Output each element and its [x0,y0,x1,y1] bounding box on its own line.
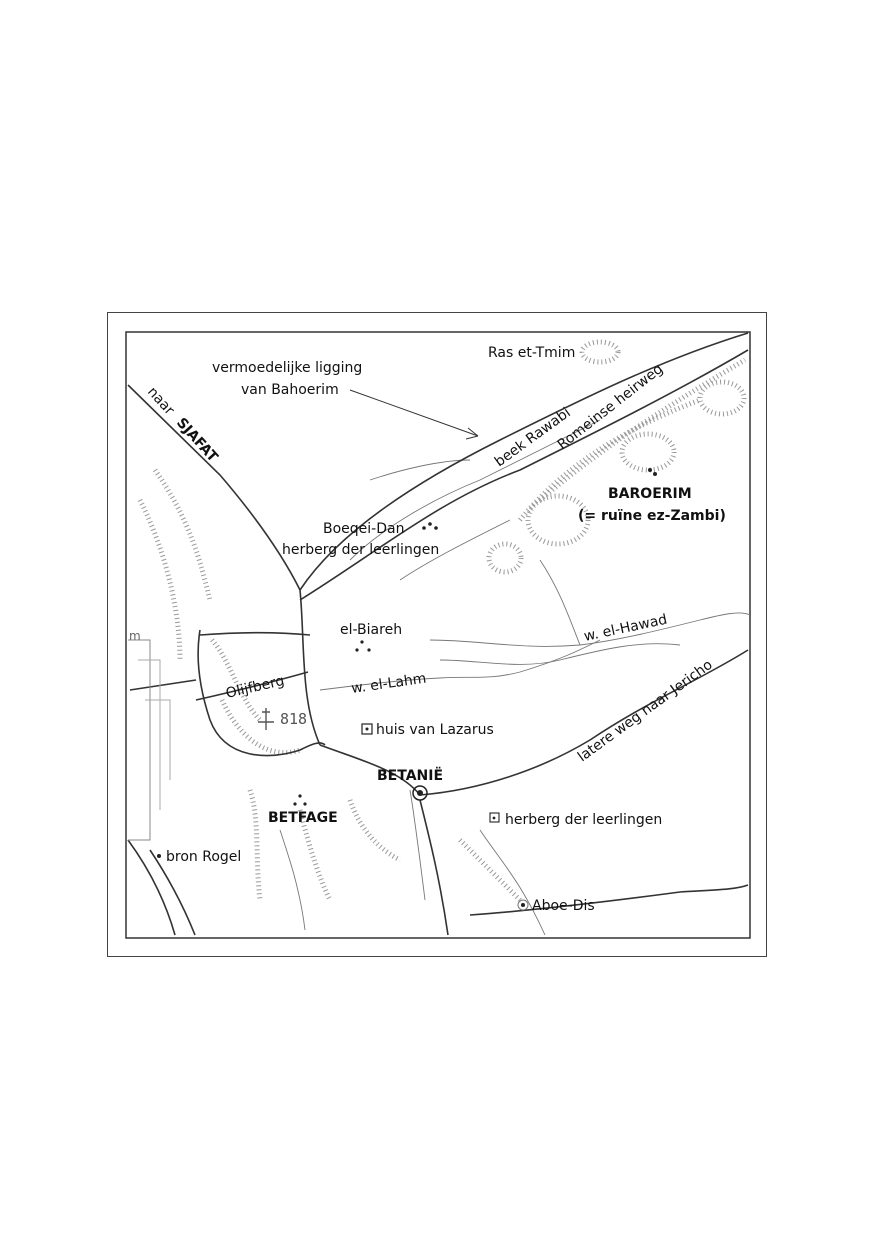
label-city-mark: m [129,629,141,643]
annotation-arrow [349,389,479,440]
baroerim-marker [653,472,657,476]
boeqei-dan-marker [434,526,438,530]
label-betfage: BETFAGE [268,810,338,826]
label-vermoedelijke-2: van Bahoerim [241,382,339,398]
betanie-marker [412,785,428,801]
aboe-dis-marker-center [521,903,525,907]
label-sjafat: SJAFAT [173,415,221,466]
label-bron-rogel: bron Rogel [166,849,241,865]
hill-hachures [137,339,747,902]
label-herberg-1: herberg der leerlingen [282,542,439,558]
boeqei-dan-marker [428,522,432,526]
herberg-marker [489,812,500,823]
huis-lazarus-dot [365,727,369,731]
betfage-marker [293,802,297,806]
city-outline [128,639,171,841]
el-biareh-marker [367,648,371,652]
roads [127,332,749,936]
betanie-marker-center [417,790,423,796]
place-markers [157,468,657,911]
label-boeqei-dan: Boeqei-Dan [323,521,404,537]
label-w-el-hawad: w. el-Hawad [583,612,669,645]
label-betanie: BETANIË [377,767,443,784]
huis-lazarus-marker [361,723,373,735]
label-vermoedelijke-1: vermoedelijke ligging [212,360,362,376]
betfage-marker [298,794,302,798]
label-aboe-dis: Aboe-Dis [532,898,595,914]
label-herberg-2: herberg der leerlingen [505,812,662,828]
label-w-el-lahm: w. el-Lahm [350,671,427,697]
label-romeinse-heirweg: Romeinse heirweg [555,361,667,453]
el-biareh-marker [360,640,364,644]
label-latere-weg: latere weg naar Jericho [575,657,716,765]
aboe-dis-marker [517,899,529,911]
label-el-biareh: el-Biareh [340,622,402,638]
label-elevation: 818 [280,710,307,728]
label-ruine: (= ruïne ez-Zambi) [578,508,726,524]
bron-rogel-marker [157,854,161,858]
summit-mark [258,708,274,730]
label-huis-lazarus: huis van Lazarus [376,722,494,738]
boeqei-dan-marker [422,526,426,530]
betfage-marker [303,802,307,806]
map-inner-border [125,331,751,939]
label-baroerim: BAROERIM [608,486,692,502]
label-naar: naar [144,384,177,419]
herberg-dot [492,816,496,820]
brooks [279,419,751,936]
el-biareh-marker [355,648,359,652]
baroerim-marker [648,468,652,472]
label-ras-et-tmim: Ras et-Tmim [488,345,575,361]
label-olijfberg: Olijfberg [224,673,286,702]
